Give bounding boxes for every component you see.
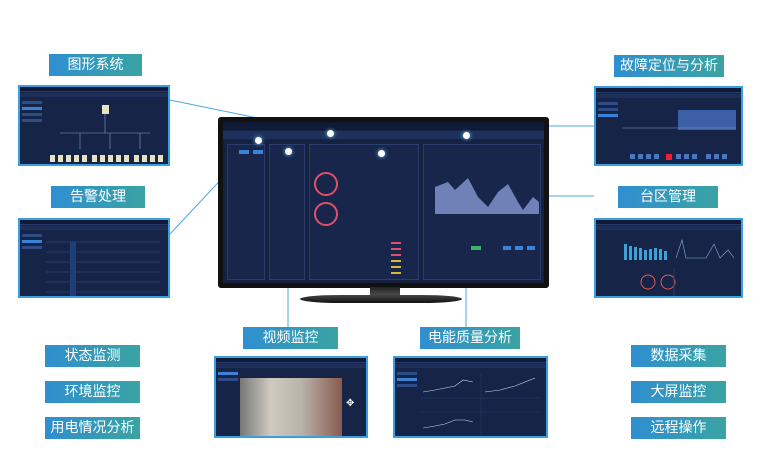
monitor (218, 117, 549, 288)
feature-remote-operation: 远程操作 (631, 417, 726, 439)
video-monitoring-screenshot: ✥ (214, 356, 368, 438)
hotspot-fault[interactable] (378, 150, 385, 157)
power-quality-screenshot (393, 356, 548, 438)
label-graphics-system: 图形系统 (49, 54, 142, 76)
monitor-stand (370, 287, 400, 297)
area-management-screenshot (594, 218, 743, 298)
feature-status-monitoring: 状态监测 (45, 345, 140, 367)
hotspot-alarm[interactable] (255, 137, 262, 144)
hotspot-graphics[interactable] (327, 130, 334, 137)
feature-power-usage-analysis: 用电情况分析 (45, 417, 140, 439)
label-fault-location: 故障定位与分析 (614, 55, 724, 77)
feature-environment-monitoring: 环境监控 (45, 381, 140, 403)
hotspot-video[interactable] (285, 148, 292, 155)
monitor-base (300, 295, 462, 303)
hotspot-power-quality[interactable] (463, 132, 470, 139)
fault-location-screenshot (594, 86, 743, 166)
label-power-quality: 电能质量分析 (420, 327, 520, 349)
alarm-handling-screenshot (18, 218, 170, 298)
label-video-monitoring: 视频监控 (243, 327, 338, 349)
ptz-control-icon[interactable]: ✥ (346, 398, 355, 409)
feature-data-collection: 数据采集 (631, 345, 726, 367)
label-alarm-handling: 告警处理 (51, 186, 145, 208)
label-area-management: 台区管理 (618, 186, 718, 208)
feature-big-screen-monitoring: 大屏监控 (631, 381, 726, 403)
graphics-system-screenshot (18, 85, 170, 166)
main-dashboard-screen (223, 122, 544, 283)
